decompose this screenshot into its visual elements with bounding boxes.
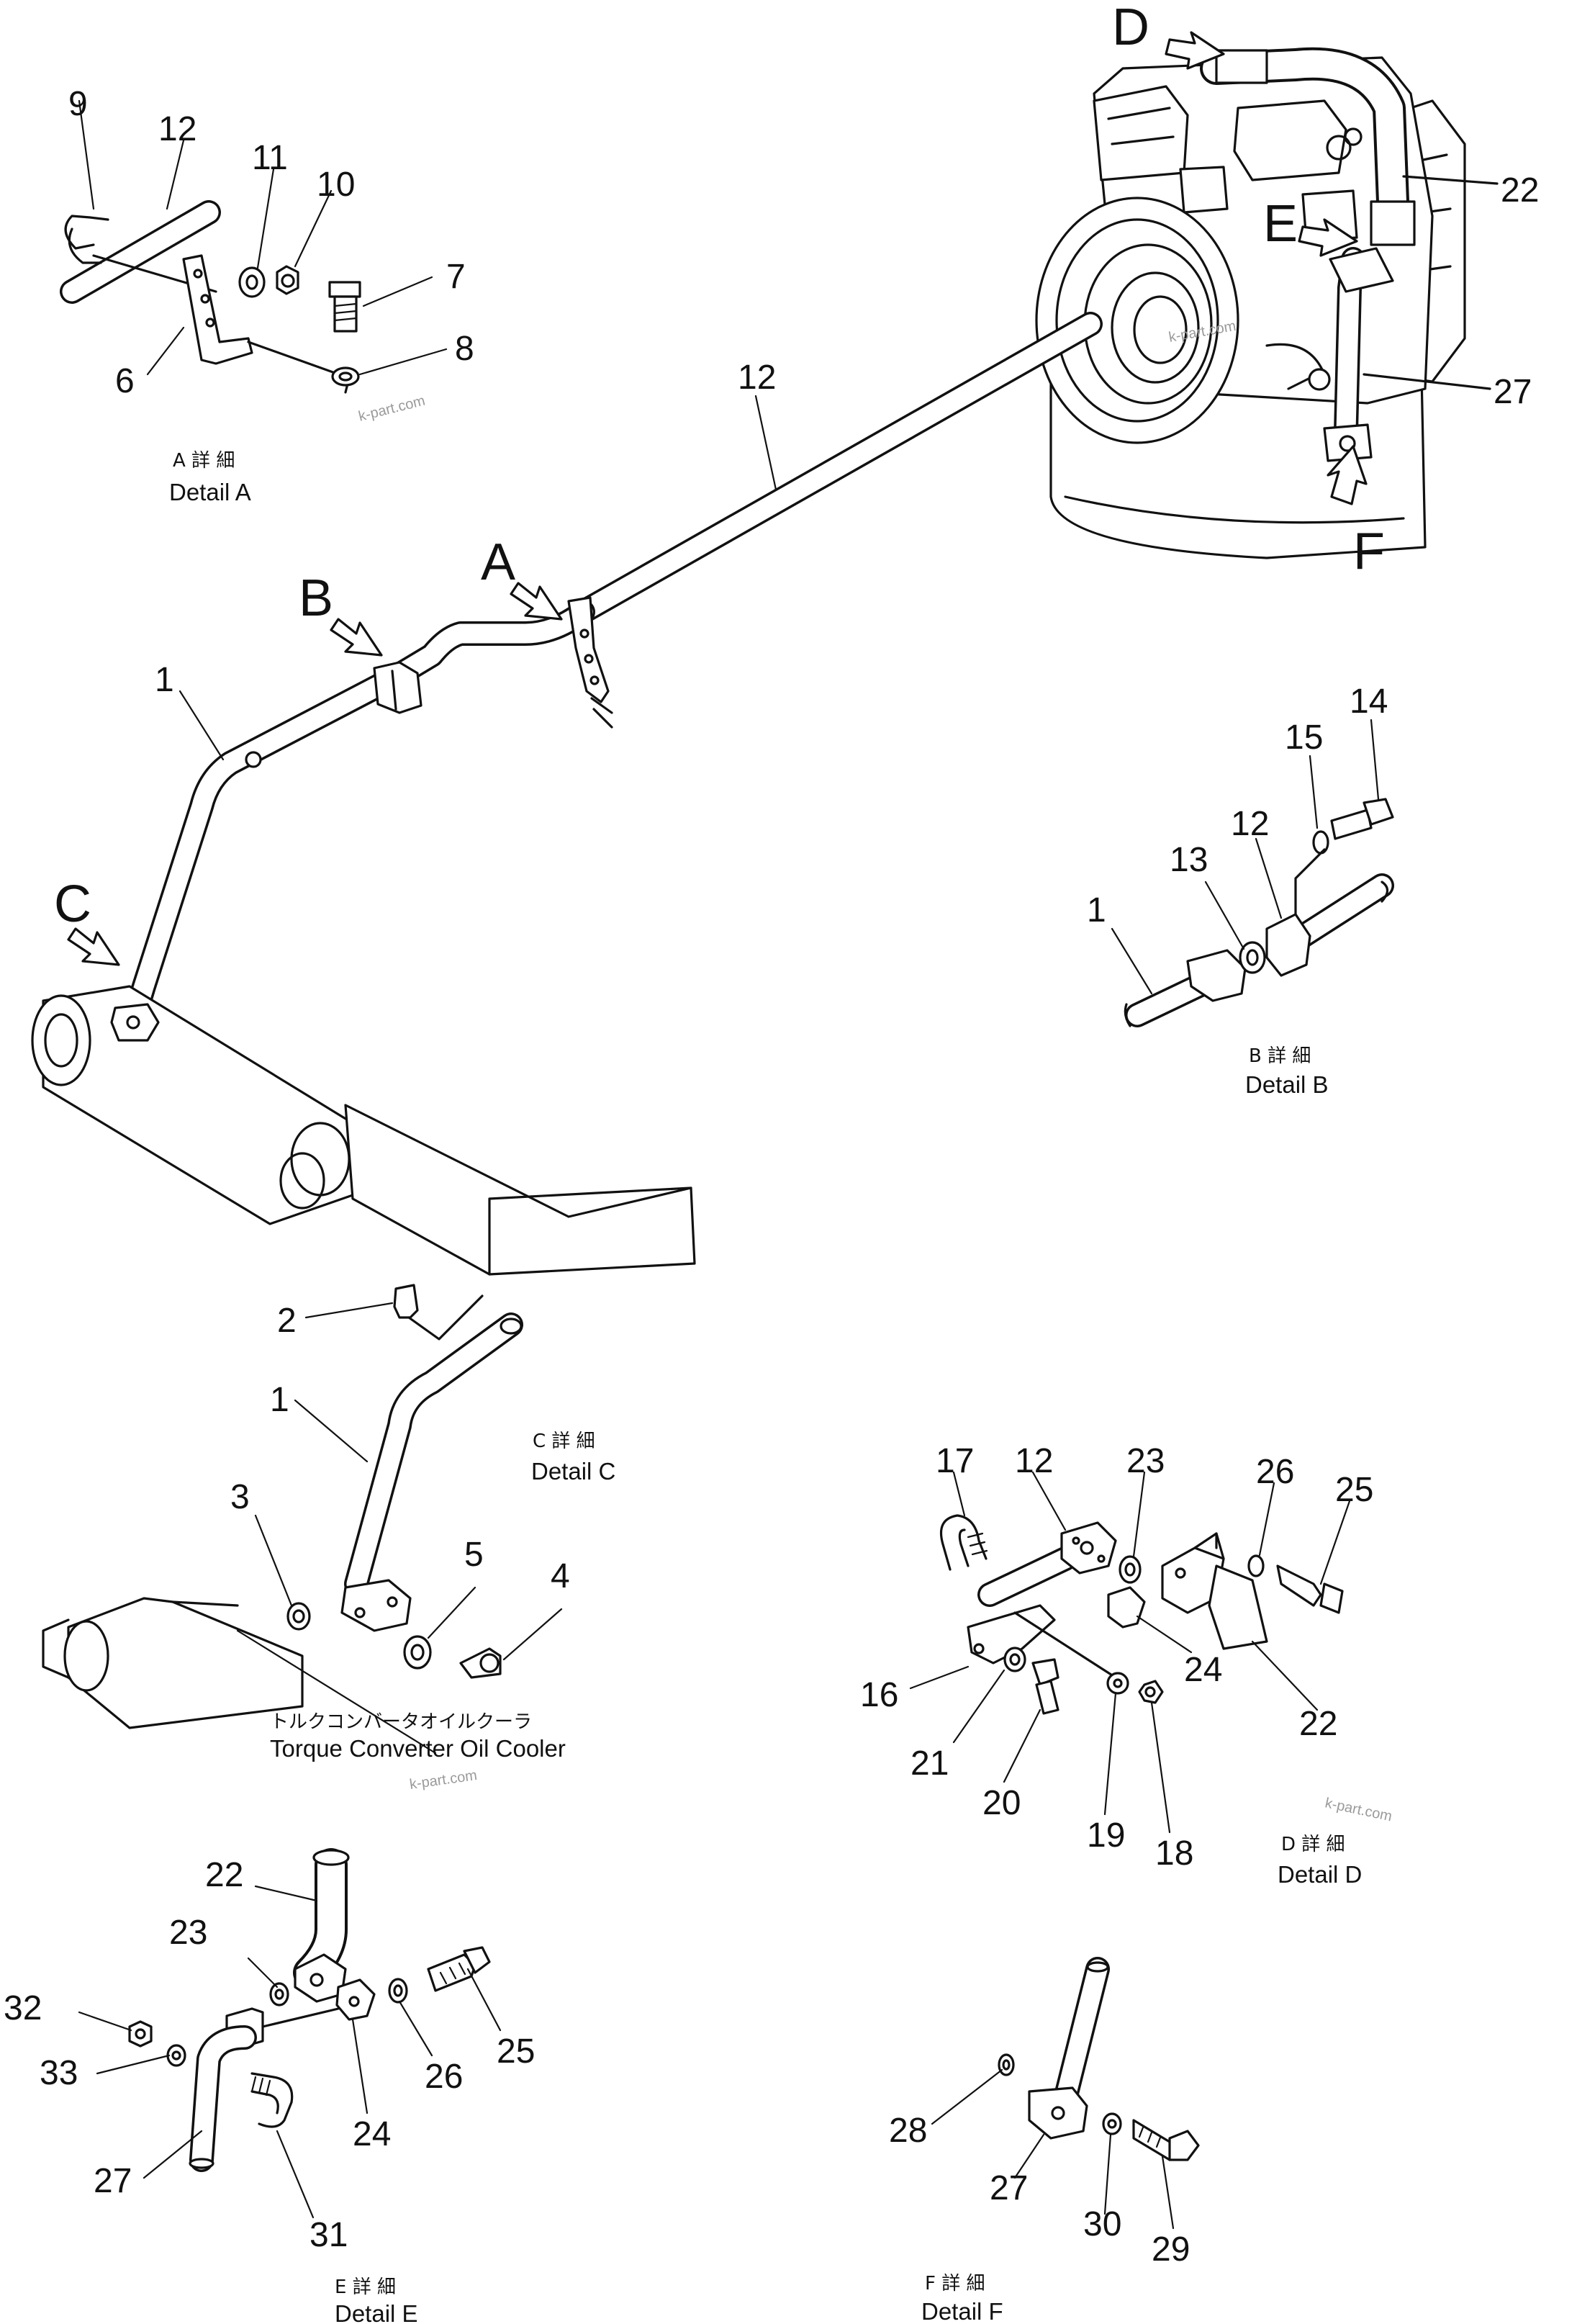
callout-24-e: 24 (353, 2115, 391, 2153)
detail-c-drawing (42, 1284, 523, 1729)
callout-2: 2 (277, 1302, 297, 1340)
arrow-label-e: E (1263, 195, 1298, 253)
callout-8: 8 (455, 330, 474, 368)
callout-10: 10 (317, 166, 355, 204)
callout-12-b: 12 (1231, 805, 1269, 843)
detail-e-caption: Detail E (335, 2300, 418, 2324)
callout-18: 18 (1155, 1834, 1193, 1873)
detail-b-callouts: 14 15 12 13 1 (1087, 683, 1388, 929)
callout-7: 7 (446, 258, 466, 296)
callout-6: 6 (115, 362, 135, 400)
callout-26-e: 26 (425, 2058, 463, 2096)
callout-27-main: 27 (1494, 373, 1532, 411)
detail-e-callouts: 22 23 25 32 33 26 27 24 31 (4, 1856, 535, 2254)
main-callouts: 12 1 22 27 (155, 171, 1539, 699)
callout-16: 16 (860, 1676, 898, 1714)
arrow-label-d: D (1112, 0, 1149, 56)
callout-19: 19 (1087, 1816, 1125, 1855)
detail-b-jp: B 詳 細 (1249, 1045, 1311, 1067)
detail-f-callouts: 28 27 30 29 (889, 2112, 1190, 2269)
callout-28: 28 (889, 2112, 927, 2150)
callout-3: 3 (230, 1478, 250, 1516)
detail-c-callouts: 2 1 3 5 4 (230, 1302, 570, 1595)
callout-22-d: 22 (1299, 1705, 1337, 1743)
detail-c-jp: C 詳 細 (533, 1431, 595, 1452)
callout-25-d: 25 (1335, 1471, 1373, 1509)
callout-25-e: 25 (497, 2032, 535, 2071)
callout-23-d: 23 (1126, 1442, 1165, 1480)
watermark-3: k-part.com (409, 1767, 479, 1793)
callout-22-e: 22 (205, 1856, 243, 1894)
detail-f-caption: Detail F (921, 2298, 1003, 2324)
cooler-jp: トルクコンバータオイルクーラ (270, 1711, 532, 1733)
callout-17: 17 (936, 1442, 974, 1480)
arrow-label-a: A (481, 533, 515, 591)
callout-4: 4 (551, 1557, 570, 1595)
callout-1-main: 1 (155, 661, 174, 699)
detail-f-jp: F 詳 細 (925, 2273, 985, 2294)
callout-31: 31 (309, 2216, 348, 2254)
detail-e-drawing (128, 1848, 491, 2172)
transmission-assembly (571, 47, 1499, 624)
callout-22-main: 22 (1501, 171, 1539, 210)
detail-d-jp: D 詳 細 (1281, 1834, 1345, 1855)
callout-32: 32 (4, 1989, 42, 2027)
callout-33: 33 (40, 2054, 78, 2092)
callout-15: 15 (1285, 719, 1323, 757)
callout-30: 30 (1083, 2205, 1121, 2243)
callout-24-d: 24 (1184, 1651, 1222, 1689)
callout-9: 9 (68, 85, 88, 123)
callout-1-c: 1 (270, 1381, 289, 1419)
detail-c-leaders (236, 1302, 563, 1755)
main-leaders (179, 395, 777, 761)
detail-c-caption: Detail C (531, 1458, 615, 1485)
callout-23-e: 23 (169, 1914, 207, 1952)
callout-26-d: 26 (1256, 1453, 1294, 1491)
detail-a-callouts: 9 12 11 10 7 8 6 (68, 85, 474, 400)
arrow-label-c: C (54, 875, 91, 933)
callout-12-main: 12 (738, 359, 776, 397)
callout-12: 12 (158, 110, 196, 148)
watermark-4: k-part.com (1324, 1795, 1393, 1824)
detail-d-callouts: 17 12 23 26 25 16 24 22 21 20 19 18 (860, 1442, 1373, 1873)
cooler-caption: Torque Converter Oil Cooler (270, 1735, 566, 1762)
detail-a-drawing (60, 200, 361, 394)
detail-a-jp: A 詳 細 (173, 450, 235, 472)
main-pipe-and-cooler (31, 596, 696, 1276)
callout-27-e: 27 (94, 2162, 132, 2200)
callout-5: 5 (464, 1536, 484, 1574)
detail-a-leaders (78, 99, 448, 376)
detail-b-drawing (1124, 798, 1394, 1027)
callout-11: 11 (252, 139, 288, 177)
detail-d-caption: Detail D (1278, 1861, 1362, 1888)
arrow-label-b: B (299, 569, 333, 627)
callout-13: 13 (1170, 841, 1208, 879)
detail-f-leaders (931, 2068, 1175, 2230)
detail-d-leaders (909, 1471, 1351, 1834)
watermark-1: k-part.com (357, 393, 427, 425)
view-arrows (67, 31, 1368, 966)
detail-e-jp: E 詳 細 (335, 2276, 396, 2298)
callout-20: 20 (982, 1784, 1021, 1822)
detail-e-leaders (78, 1885, 502, 2219)
detail-b-caption: Detail B (1245, 1071, 1329, 1098)
callout-12-d: 12 (1015, 1442, 1053, 1480)
view-letters: D E F A B C (54, 0, 1385, 933)
callout-27-f: 27 (990, 2169, 1028, 2207)
callout-1-b: 1 (1087, 891, 1106, 929)
detail-d-drawing (939, 1514, 1344, 1715)
arrow-label-f: F (1353, 523, 1385, 580)
detail-b-leaders (1111, 719, 1380, 995)
callout-21: 21 (910, 1744, 949, 1783)
detail-f-drawing (998, 1957, 1200, 2161)
callout-14: 14 (1350, 683, 1388, 721)
detail-a-caption: Detail A (169, 479, 251, 505)
callout-29: 29 (1152, 2230, 1190, 2269)
